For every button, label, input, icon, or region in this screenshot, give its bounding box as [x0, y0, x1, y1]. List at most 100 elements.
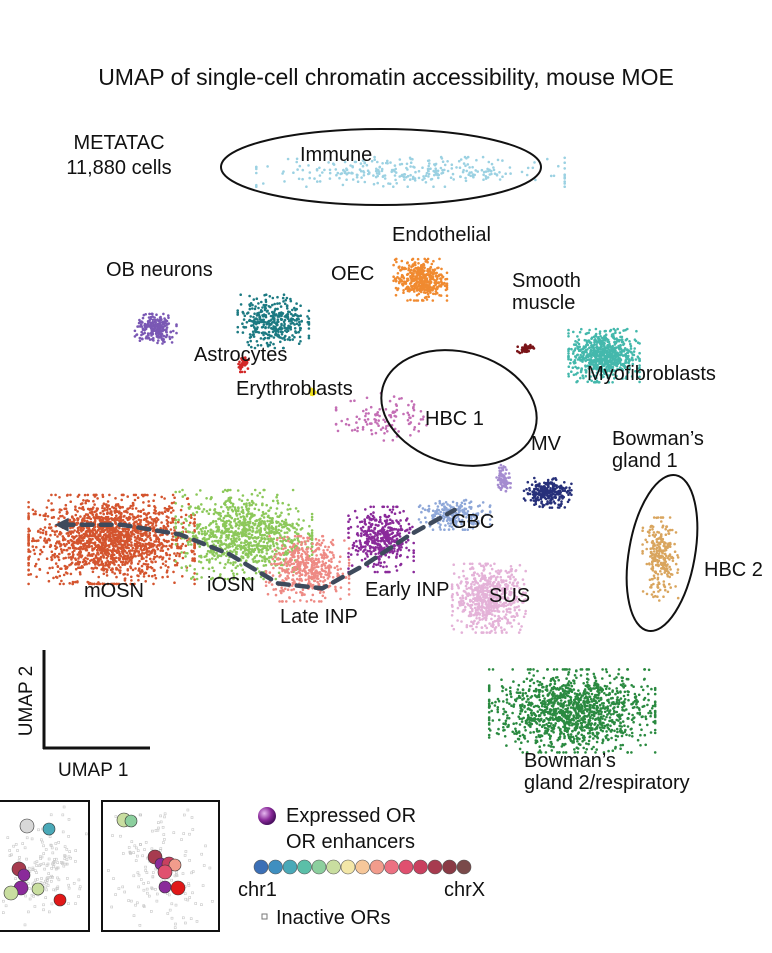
cell-point [44, 541, 48, 544]
cell-point [248, 537, 251, 540]
cell-point [497, 466, 501, 470]
cell-point [208, 534, 211, 537]
cell-point [332, 556, 336, 559]
cell-point [475, 593, 478, 596]
cell-point [106, 506, 109, 510]
cell-point [486, 562, 490, 566]
cell-point [276, 546, 279, 549]
cell-point [77, 547, 80, 550]
cell-point [74, 557, 77, 560]
cell-point [121, 493, 125, 497]
cell-point [439, 523, 442, 526]
cell-point [79, 572, 82, 576]
cell-point [522, 615, 526, 619]
cell-point [296, 534, 300, 538]
cell-point [65, 548, 69, 552]
cell-point [392, 505, 395, 509]
cell-point [123, 572, 126, 576]
cell-point [182, 521, 185, 525]
cell-point [444, 501, 448, 504]
cell-point [645, 592, 649, 596]
cell-point [85, 562, 88, 566]
cell-point [127, 560, 130, 563]
cell-point [120, 498, 123, 502]
cell-point [64, 556, 67, 560]
cell-point [355, 516, 359, 519]
cell-point [459, 504, 463, 507]
cell-point [518, 608, 521, 612]
cell-point [265, 535, 269, 538]
cell-point [274, 593, 278, 597]
cell-point [301, 588, 305, 592]
cell-point [119, 505, 122, 509]
cell-point [152, 557, 156, 561]
cell-point [61, 538, 65, 542]
cell-point [74, 505, 77, 509]
cell-point [81, 547, 84, 551]
cell-point [224, 563, 227, 566]
cell-point [113, 572, 117, 575]
cell-point [310, 518, 314, 521]
cell-point [133, 498, 137, 502]
cell-point [272, 544, 276, 548]
cell-point [545, 487, 548, 491]
cell-point [275, 507, 279, 510]
cell-point [421, 507, 425, 510]
cell-point [319, 575, 323, 578]
cell-point [32, 548, 36, 552]
cell-point [246, 555, 250, 559]
cell-point [494, 578, 498, 582]
cell-point [313, 579, 317, 582]
cell-point [193, 572, 196, 575]
cell-point [42, 529, 45, 532]
cell-point [113, 559, 117, 562]
cell-point [377, 552, 380, 555]
cell-point [311, 572, 314, 575]
cell-point [115, 582, 118, 586]
cell-point [547, 494, 551, 498]
cell-point [142, 493, 146, 497]
cell-point [261, 559, 264, 562]
cell-point [313, 571, 317, 574]
cell-point [281, 588, 284, 592]
cell-point [69, 531, 73, 535]
cell-point [126, 569, 130, 572]
cell-point [62, 548, 66, 552]
cell-point [117, 582, 121, 586]
cell-point [231, 550, 234, 554]
cell-point [39, 527, 42, 531]
cell-point [670, 555, 674, 559]
cell-point [676, 596, 680, 600]
cell-point [221, 490, 225, 494]
cell-point [339, 567, 343, 571]
cell-point [476, 611, 480, 614]
cell-point [171, 493, 175, 497]
cell-point [105, 563, 108, 566]
cell-point [473, 580, 477, 583]
cell-point [67, 556, 71, 559]
cell-point [111, 551, 114, 554]
cell-point [667, 532, 670, 535]
cell-point [290, 584, 294, 587]
cell-point [296, 558, 299, 562]
cell-point [387, 522, 390, 526]
cell-point [469, 624, 472, 628]
cell-point [240, 499, 244, 503]
cell-point [406, 528, 409, 532]
cell-point [260, 536, 263, 540]
cell-point [92, 547, 96, 551]
cell-point [391, 521, 395, 525]
cell-point [667, 529, 670, 533]
cell-point [184, 544, 188, 548]
cell-point [534, 487, 538, 490]
cell-point [563, 481, 566, 484]
cell-point [262, 522, 266, 525]
cluster-mv [495, 463, 512, 493]
cell-point [88, 515, 91, 519]
cell-point [147, 500, 150, 503]
cell-point [180, 505, 184, 508]
cell-point [565, 490, 569, 494]
cell-point [72, 520, 75, 523]
cell-point [442, 514, 445, 517]
cell-point [407, 531, 411, 534]
